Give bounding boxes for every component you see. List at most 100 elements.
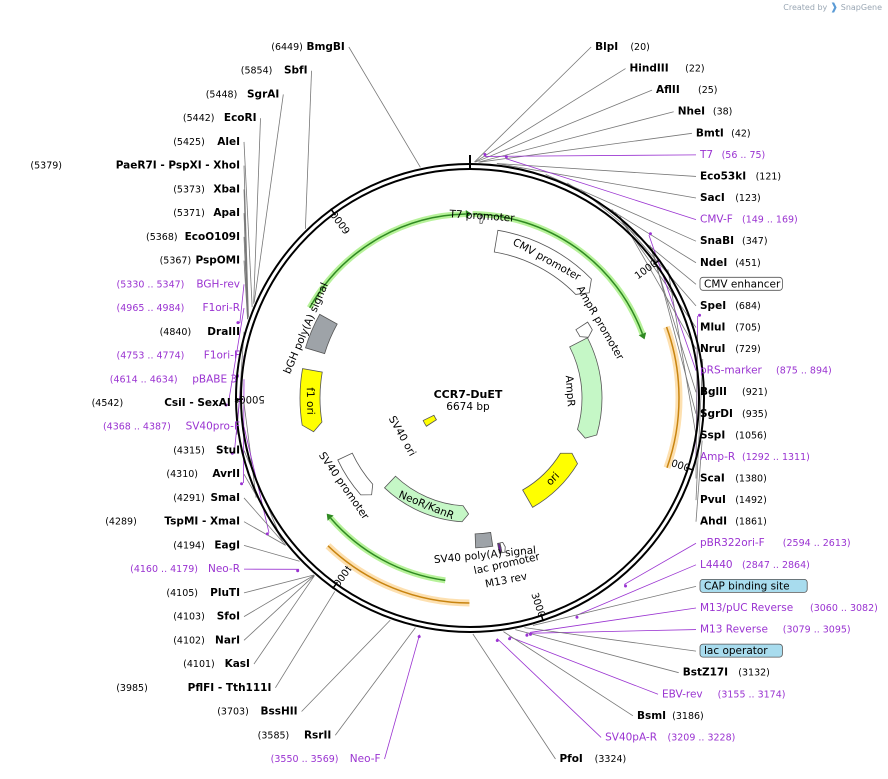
site-csii-sexai[interactable]: CsiI - SexAI *(4542) bbox=[92, 397, 241, 409]
site-labels[interactable]: BlpI(20) HindIII(22) AflII(25) NheI(38) BmtI… bbox=[30, 41, 877, 765]
site-stui[interactable]: StuI(4315) bbox=[173, 444, 240, 456]
site-rsrii[interactable]: RsrII(3585) bbox=[258, 729, 332, 741]
feature-bgh-poly-a-signal[interactable] bbox=[304, 313, 338, 355]
site-position: (25) bbox=[698, 85, 718, 96]
site-name: RsrII bbox=[304, 729, 331, 741]
site-sbfi[interactable]: SbfI(5854) bbox=[241, 65, 308, 77]
site-sgrai[interactable]: SgrAI(5448) bbox=[206, 88, 280, 100]
primer-f1ori-f[interactable]: F1ori-F(4753 .. 4774) bbox=[117, 350, 240, 362]
site-bmti[interactable]: BmtI(42) bbox=[696, 127, 751, 139]
primer-pbr322ori-f[interactable]: pBR322ori-F(2594 .. 2613) bbox=[700, 537, 851, 549]
feature-ampr[interactable] bbox=[569, 337, 603, 439]
site-ecoo109i[interactable]: EcoO109I(5368) bbox=[146, 231, 240, 243]
primer-amp-r[interactable]: Amp-R(1292 .. 1311) bbox=[700, 451, 810, 463]
site-pspomi[interactable]: PspOMI(5367) bbox=[160, 255, 240, 267]
feature-box-lac-operator[interactable]: lac operator bbox=[699, 643, 783, 658]
site-name: AvrII bbox=[212, 468, 240, 480]
site-position: (4103) bbox=[173, 612, 205, 623]
site-pluti[interactable]: PluTI(4105) bbox=[166, 587, 240, 599]
site-snabi[interactable]: SnaBI(347) bbox=[700, 235, 768, 247]
site-bstz17i[interactable]: BstZ17I(3132) bbox=[683, 667, 770, 679]
feature-ampr-promoter[interactable] bbox=[575, 321, 593, 338]
site-position: (1492) bbox=[735, 495, 767, 506]
site-nari[interactable]: NarI(4102) bbox=[173, 634, 240, 646]
feature-neor-kanr[interactable] bbox=[383, 475, 470, 523]
feature-lac-promoter[interactable] bbox=[499, 541, 506, 554]
site-spei[interactable]: SpeI(684) bbox=[700, 300, 761, 312]
primer-bgh-rev[interactable]: BGH-rev(5330 .. 5347) bbox=[117, 278, 240, 290]
feature-box-cap-binding-site[interactable]: CAP binding site bbox=[699, 578, 808, 593]
site-bsmi[interactable]: BsmI(3186) bbox=[637, 710, 704, 722]
site-position: (5379) bbox=[30, 161, 62, 172]
tick-mark bbox=[540, 613, 545, 622]
site-name: SnaBI bbox=[700, 235, 734, 247]
site-smai[interactable]: SmaI(4291) bbox=[173, 492, 240, 504]
primer-position: (4965 .. 4984) bbox=[117, 303, 185, 314]
site-position: (5367) bbox=[160, 256, 192, 267]
site-scai[interactable]: ScaI(1380) bbox=[700, 473, 767, 485]
site-position: (5368) bbox=[146, 232, 178, 243]
primer-t7[interactable]: T7(56 .. 75) bbox=[699, 149, 765, 161]
site-paer7i-pspxi-xhoi[interactable]: PaeR7I - PspXI - XhoI(5379) bbox=[30, 160, 240, 172]
primer-sv40pro-f[interactable]: SV40pro-F(4368 .. 4387) bbox=[103, 421, 240, 433]
site-position: (729) bbox=[735, 344, 761, 355]
site-pflfi-tth111i[interactable]: PflFI - Tth111I(3985) bbox=[116, 682, 271, 694]
site-ahdi[interactable]: AhdI (1861) bbox=[700, 516, 767, 528]
feature-ori[interactable] bbox=[522, 452, 578, 508]
site-sfoi[interactable]: SfoI(4103) bbox=[173, 611, 240, 623]
site-sspi[interactable]: SspI(1056) bbox=[700, 429, 767, 441]
feature-box-cmv-enhancer[interactable]: CMV enhancer bbox=[699, 276, 783, 291]
site-hindiii[interactable]: HindIII(22) bbox=[630, 63, 705, 75]
feature-sv40-ori[interactable] bbox=[422, 414, 437, 427]
feature-cmv-promoter[interactable] bbox=[493, 229, 592, 295]
site-blpi[interactable]: BlpI(20) bbox=[595, 41, 650, 53]
site-eagi[interactable]: EagI(4194) bbox=[173, 539, 240, 551]
leader-line bbox=[497, 163, 697, 199]
feature-f1-ori[interactable] bbox=[299, 368, 323, 433]
site-pfoi[interactable]: PfoI(3324) bbox=[559, 753, 626, 765]
primer-m13-reverse[interactable]: M13 Reverse(3079 .. 3095) bbox=[700, 624, 851, 636]
primer-neo-r[interactable]: Neo-R(4160 .. 4179) bbox=[130, 563, 240, 575]
site-xbai[interactable]: XbaI(5373) bbox=[173, 183, 240, 195]
primer-l4440[interactable]: L4440(2847 .. 2864) bbox=[700, 559, 810, 571]
site-pvui[interactable]: PvuI(1492) bbox=[700, 494, 767, 506]
site-position: (5371) bbox=[173, 208, 205, 219]
primer-prs-marker[interactable]: pRS-marker(875 .. 894) bbox=[700, 365, 832, 377]
leader-line bbox=[253, 575, 315, 665]
site-aflii[interactable]: AflII(25) bbox=[656, 84, 718, 96]
site-sgrdi[interactable]: SgrDI(935) bbox=[700, 408, 768, 420]
feature-sv40-poly-a-signal[interactable] bbox=[474, 531, 494, 549]
primer-mark bbox=[240, 482, 244, 486]
primer-sv40pa-r[interactable]: SV40pA-R(3209 .. 3228) bbox=[605, 731, 735, 743]
primer-f1ori-r[interactable]: F1ori-R(4965 .. 4984) bbox=[117, 302, 240, 314]
site-bmgbi[interactable]: BmgBI(6449) bbox=[271, 41, 345, 53]
site-avrii[interactable]: AvrII(4310) bbox=[166, 468, 240, 480]
site-saci[interactable]: SacI(123) bbox=[700, 192, 761, 204]
site-mlui[interactable]: MluI(705) bbox=[700, 321, 761, 333]
feature-sv40-promoter[interactable] bbox=[337, 452, 374, 496]
site-draiii[interactable]: DraIII(4840) bbox=[160, 326, 240, 338]
primer-pbabe-3[interactable]: pBABE 3'(4614 .. 4634) bbox=[110, 373, 240, 385]
site-eco53ki[interactable]: Eco53kI(121) bbox=[700, 170, 781, 182]
site-alei[interactable]: AleI(5425) bbox=[173, 136, 240, 148]
site-ndei[interactable]: NdeI(451) bbox=[700, 257, 761, 269]
site-bsshii[interactable]: BssHII(3703) bbox=[217, 706, 297, 718]
site-tspmi-xmai[interactable]: TspMI - XmaI(4289) bbox=[105, 516, 240, 528]
primer-neo-f[interactable]: Neo-F(3550 .. 3569) bbox=[271, 753, 381, 765]
site-nhei[interactable]: NheI(38) bbox=[678, 106, 733, 118]
feature-m13-rev[interactable] bbox=[497, 542, 502, 554]
site-apai[interactable]: ApaI(5371) bbox=[173, 207, 240, 219]
site-kasi[interactable]: KasI(4101) bbox=[183, 658, 250, 670]
site-bglii[interactable]: BglII(921) bbox=[700, 386, 768, 398]
site-name: NarI bbox=[215, 634, 240, 646]
primer-cmv-f[interactable]: CMV-F(149 .. 169) bbox=[700, 214, 798, 226]
site-name: AhdI bbox=[700, 516, 727, 528]
primer-m13-puc-reverse[interactable]: M13/pUC Reverse(3060 .. 3082) bbox=[700, 602, 878, 614]
site-position: (1861) bbox=[735, 517, 767, 528]
primer-ebv-rev[interactable]: EBV-rev(3155 .. 3174) bbox=[662, 688, 785, 700]
site-ecori[interactable]: EcoRI(5442) bbox=[183, 112, 257, 124]
plasmid-length: 6674 bp bbox=[446, 401, 490, 413]
feature-t7-promoter[interactable] bbox=[479, 214, 484, 224]
site-nrui[interactable]: NruI(729) bbox=[700, 343, 761, 355]
